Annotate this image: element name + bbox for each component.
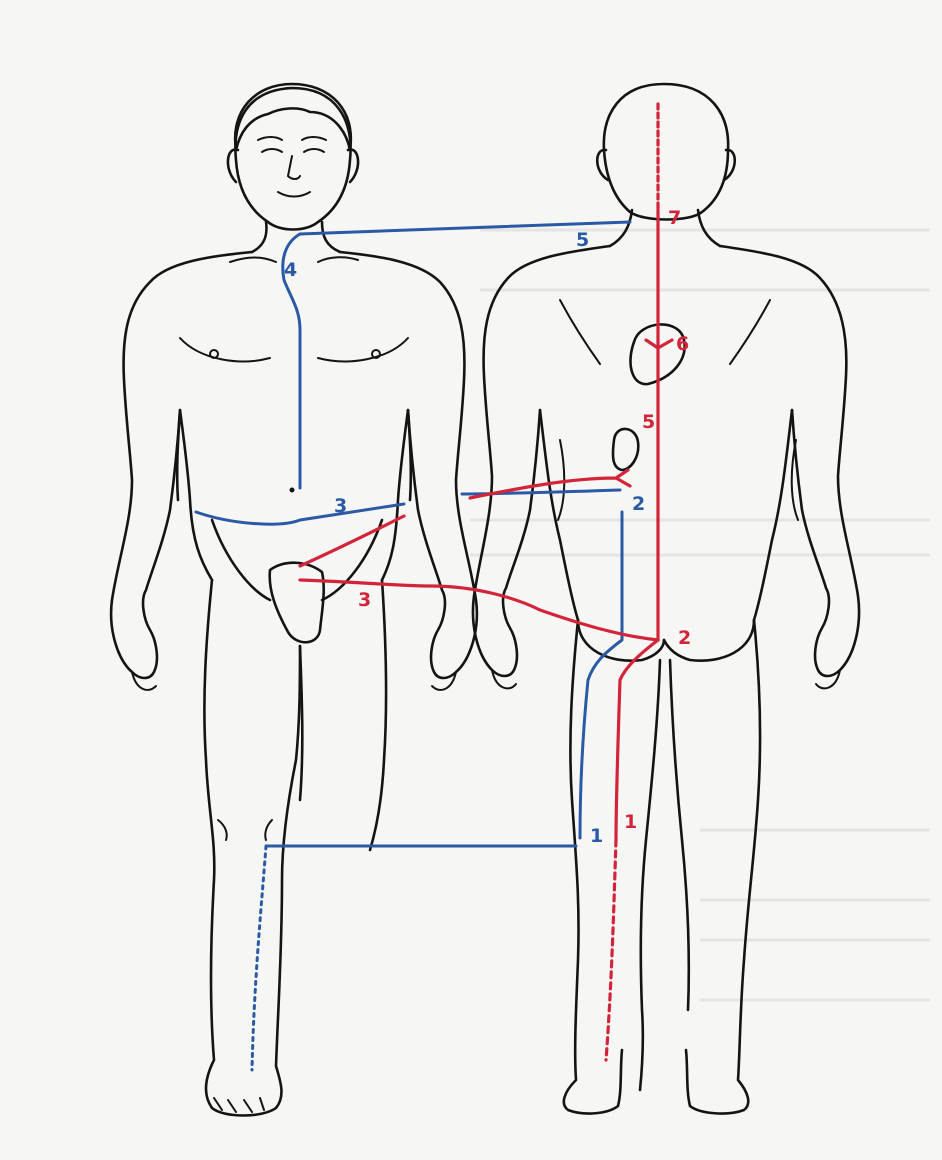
label-red-3: 3 [358,589,371,611]
back-leg-left [564,620,622,1113]
front-navel [290,488,295,493]
front-leg-inner [300,646,302,800]
front-arm-left-inner [177,410,180,500]
front-eye-right [304,149,324,152]
front-torso-right [340,252,477,678]
front-knee-left [218,820,227,840]
blue-line-1-shin [252,846,266,1070]
front-brow-left [258,137,282,140]
label-red-1: 1 [624,811,637,833]
back-scapula-left [560,300,600,364]
front-torso-left [111,252,252,678]
front-groin-left [212,520,270,600]
front-knee-right [265,820,272,840]
front-genital [270,563,324,643]
label-blue-1: 1 [590,825,603,847]
back-elbow-left [558,440,564,520]
blue-pathways [196,222,630,1070]
back-organ-kidney [613,429,638,470]
front-nose [288,156,300,179]
background-text-ghost [470,230,930,1000]
back-waist-right [754,410,792,620]
back-neck-right [698,210,720,246]
back-leg-right [686,620,760,1113]
red-line-3-hip [300,580,658,640]
front-brow-right [302,137,326,140]
label-red-5: 5 [642,411,655,433]
back-leg-right-inner [670,660,689,1010]
label-red-7: 7 [668,207,681,229]
label-red-2: 2 [678,627,691,649]
front-clavicle-left [230,258,276,263]
back-neck-left [610,210,632,246]
label-blue-2: 2 [632,493,645,515]
front-hair [235,84,351,150]
front-neck-right [322,222,340,252]
front-mouth [278,192,310,197]
front-leg-right [370,580,386,850]
red-line-3-groin [300,516,404,566]
front-pec-left [180,338,270,361]
back-head [604,84,728,220]
red-line-2-buttock [616,640,658,840]
front-leg-left [204,580,300,1116]
front-toes [214,1098,264,1112]
label-blue-4: 4 [284,259,297,281]
front-pec-right [318,338,408,361]
red-line-1-leg [606,840,616,1060]
front-arm-right-inner [408,410,411,500]
label-blue-3: 3 [334,495,347,517]
front-clavicle-right [318,257,358,262]
blue-line-3-waist [196,504,404,524]
front-eye-left [262,149,282,152]
back-figure [473,84,859,1113]
back-leg-left-inner [640,660,660,1090]
label-red-6: 6 [676,333,689,355]
back-scapula-right [730,300,770,364]
front-neck-left [252,222,266,252]
red-pathways [300,104,672,1060]
label-blue-5: 5 [576,229,589,251]
back-torso-right [720,246,859,676]
